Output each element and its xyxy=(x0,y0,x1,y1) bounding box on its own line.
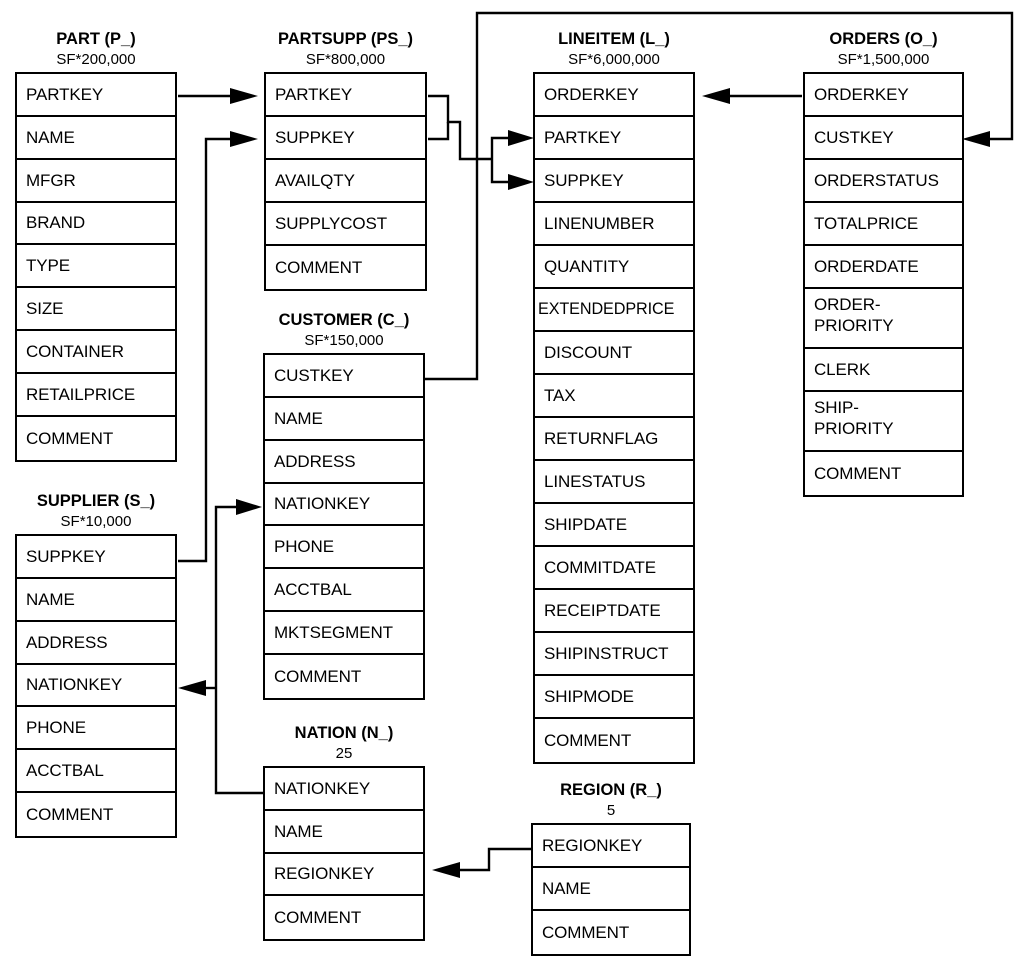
column-part-type[interactable]: TYPE xyxy=(17,245,175,288)
column-lineitem-extendedprice[interactable]: EXTENDEDPRICE xyxy=(535,289,693,332)
table-customer-title: CUSTOMER (C_) xyxy=(278,311,410,329)
table-supplier: SUPPLIER (S_) SF*10,000 SUPPKEY NAME ADD… xyxy=(15,492,177,838)
table-part: PART (P_) SF*200,000 PARTKEY NAME MFGR B… xyxy=(15,30,177,462)
link-partsupp-keys-to-lineitem-keys xyxy=(428,94,534,190)
column-part-mfgr[interactable]: MFGR xyxy=(17,160,175,203)
column-supplier-address[interactable]: ADDRESS xyxy=(17,622,175,665)
column-lineitem-discount[interactable]: DISCOUNT xyxy=(535,332,693,375)
table-customer: CUSTOMER (C_) SF*150,000 CUSTKEY NAME AD… xyxy=(263,311,425,700)
table-supplier-columns: SUPPKEY NAME ADDRESS NATIONKEY PHONE ACC… xyxy=(15,534,177,838)
column-customer-name[interactable]: NAME xyxy=(265,398,423,441)
column-orders-orderkey[interactable]: ORDERKEY xyxy=(805,74,962,117)
table-region-title: REGION (R_) xyxy=(560,781,662,799)
table-supplier-title: SUPPLIER (S_) xyxy=(36,492,156,510)
column-customer-phone[interactable]: PHONE xyxy=(265,526,423,569)
table-nation-columns: NATIONKEY NAME REGIONKEY COMMENT xyxy=(263,766,425,941)
column-customer-nationkey[interactable]: NATIONKEY xyxy=(265,484,423,526)
column-lineitem-receiptdate[interactable]: RECEIPTDATE xyxy=(535,590,693,633)
table-orders-columns: ORDERKEY CUSTKEY ORDERSTATUS TOTALPRICE … xyxy=(803,72,964,497)
table-supplier-cardinality: SF*10,000 xyxy=(60,513,132,530)
column-orders-orderstatus[interactable]: ORDERSTATUS xyxy=(805,160,962,203)
link-nation-nationkey-to-customer-and-supplier xyxy=(178,499,264,795)
column-supplier-acctbal[interactable]: ACCTBAL xyxy=(17,750,175,793)
column-lineitem-shipdate[interactable]: SHIPDATE xyxy=(535,504,693,547)
column-lineitem-partkey[interactable]: PARTKEY xyxy=(535,117,693,160)
table-customer-columns: CUSTKEY NAME ADDRESS NATIONKEY PHONE ACC… xyxy=(263,353,425,700)
column-nation-regionkey[interactable]: REGIONKEY xyxy=(265,854,423,896)
column-customer-acctbal[interactable]: ACCTBAL xyxy=(265,569,423,612)
column-orders-custkey[interactable]: CUSTKEY xyxy=(805,117,962,160)
column-supplier-name[interactable]: NAME xyxy=(17,579,175,622)
link-orders-orderkey-to-lineitem-orderkey xyxy=(702,88,802,104)
column-part-container[interactable]: CONTAINER xyxy=(17,331,175,374)
link-region-regionkey-to-nation-regionkey xyxy=(432,847,531,878)
table-part-title: PART (P_) xyxy=(56,30,136,48)
table-region: REGION (R_) 5 REGIONKEY NAME COMMENT xyxy=(531,781,691,956)
table-partsupp-columns: PARTKEY SUPPKEY AVAILQTY SUPPLYCOST COMM… xyxy=(264,72,427,291)
column-part-brand[interactable]: BRAND xyxy=(17,203,175,245)
table-region-cardinality: 5 xyxy=(606,802,616,819)
column-orders-shippriority[interactable]: SHIP-PRIORITY xyxy=(805,392,962,452)
column-part-retailprice[interactable]: RETAILPRICE xyxy=(17,374,175,417)
column-lineitem-linestatus[interactable]: LINESTATUS xyxy=(535,461,693,504)
link-part-partkey-to-partsupp-partkey xyxy=(178,88,258,104)
column-lineitem-commitdate[interactable]: COMMITDATE xyxy=(535,547,693,590)
table-customer-cardinality: SF*150,000 xyxy=(304,332,384,349)
column-customer-comment[interactable]: COMMENT xyxy=(265,655,423,698)
column-customer-mktsegment[interactable]: MKTSEGMENT xyxy=(265,612,423,655)
column-partsupp-suppkey[interactable]: SUPPKEY xyxy=(266,117,425,160)
column-orders-comment[interactable]: COMMENT xyxy=(805,452,962,495)
column-lineitem-tax[interactable]: TAX xyxy=(535,375,693,418)
column-orders-totalprice[interactable]: TOTALPRICE xyxy=(805,203,962,246)
table-nation-cardinality: 25 xyxy=(335,745,353,762)
table-lineitem: LINEITEM (L_) SF*6,000,000 ORDERKEY PART… xyxy=(533,30,695,764)
column-lineitem-linenumber[interactable]: LINENUMBER xyxy=(535,203,693,246)
column-orders-clerk[interactable]: CLERK xyxy=(805,349,962,392)
table-nation: NATION (N_) 25 NATIONKEY NAME REGIONKEY … xyxy=(263,724,425,941)
table-orders: ORDERS (O_) SF*1,500,000 ORDERKEY CUSTKE… xyxy=(803,30,964,497)
column-part-partkey[interactable]: PARTKEY xyxy=(17,74,175,117)
column-part-name[interactable]: NAME xyxy=(17,117,175,160)
column-lineitem-comment[interactable]: COMMENT xyxy=(535,719,693,762)
table-part-columns: PARTKEY NAME MFGR BRAND TYPE SIZE CONTAI… xyxy=(15,72,177,462)
column-nation-name[interactable]: NAME xyxy=(265,811,423,854)
column-supplier-phone[interactable]: PHONE xyxy=(17,707,175,750)
column-supplier-comment[interactable]: COMMENT xyxy=(17,793,175,836)
column-partsupp-availqty[interactable]: AVAILQTY xyxy=(266,160,425,203)
column-lineitem-orderkey[interactable]: ORDERKEY xyxy=(535,74,693,117)
column-part-size[interactable]: SIZE xyxy=(17,288,175,331)
table-part-cardinality: SF*200,000 xyxy=(56,51,136,68)
column-orders-orderpriority[interactable]: ORDER-PRIORITY xyxy=(805,289,962,349)
column-orders-orderdate[interactable]: ORDERDATE xyxy=(805,246,962,289)
table-partsupp: PARTSUPP (PS_) SF*800,000 PARTKEY SUPPKE… xyxy=(264,30,427,291)
table-lineitem-columns: ORDERKEY PARTKEY SUPPKEY LINENUMBER QUAN… xyxy=(533,72,695,764)
column-region-comment[interactable]: COMMENT xyxy=(533,911,689,954)
table-lineitem-title: LINEITEM (L_) xyxy=(558,30,670,48)
column-customer-address[interactable]: ADDRESS xyxy=(265,441,423,484)
table-region-columns: REGIONKEY NAME COMMENT xyxy=(531,823,691,956)
column-lineitem-shipinstruct[interactable]: SHIPINSTRUCT xyxy=(535,633,693,676)
column-nation-nationkey[interactable]: NATIONKEY xyxy=(265,768,423,811)
column-supplier-nationkey[interactable]: NATIONKEY xyxy=(17,665,175,707)
link-supplier-suppkey-to-partsupp-suppkey xyxy=(178,131,258,563)
column-supplier-suppkey[interactable]: SUPPKEY xyxy=(17,536,175,579)
column-partsupp-partkey[interactable]: PARTKEY xyxy=(266,74,425,117)
column-lineitem-returnflag[interactable]: RETURNFLAG xyxy=(535,418,693,461)
column-nation-comment[interactable]: COMMENT xyxy=(265,896,423,939)
table-lineitem-cardinality: SF*6,000,000 xyxy=(568,51,660,68)
column-partsupp-comment[interactable]: COMMENT xyxy=(266,246,425,289)
column-region-regionkey[interactable]: REGIONKEY xyxy=(533,825,689,868)
column-region-name[interactable]: NAME xyxy=(533,868,689,911)
table-orders-cardinality: SF*1,500,000 xyxy=(837,51,930,68)
column-lineitem-shipmode[interactable]: SHIPMODE xyxy=(535,676,693,719)
column-lineitem-suppkey[interactable]: SUPPKEY xyxy=(535,160,693,203)
column-lineitem-quantity[interactable]: QUANTITY xyxy=(535,246,693,289)
table-nation-title: NATION (N_) xyxy=(294,724,394,742)
column-partsupp-supplycost[interactable]: SUPPLYCOST xyxy=(266,203,425,246)
table-partsupp-title: PARTSUPP (PS_) xyxy=(277,30,414,48)
table-partsupp-cardinality: SF*800,000 xyxy=(305,51,386,68)
table-orders-title: ORDERS (O_) xyxy=(829,30,938,48)
column-customer-custkey[interactable]: CUSTKEY xyxy=(265,355,423,398)
column-part-comment[interactable]: COMMENT xyxy=(17,417,175,460)
